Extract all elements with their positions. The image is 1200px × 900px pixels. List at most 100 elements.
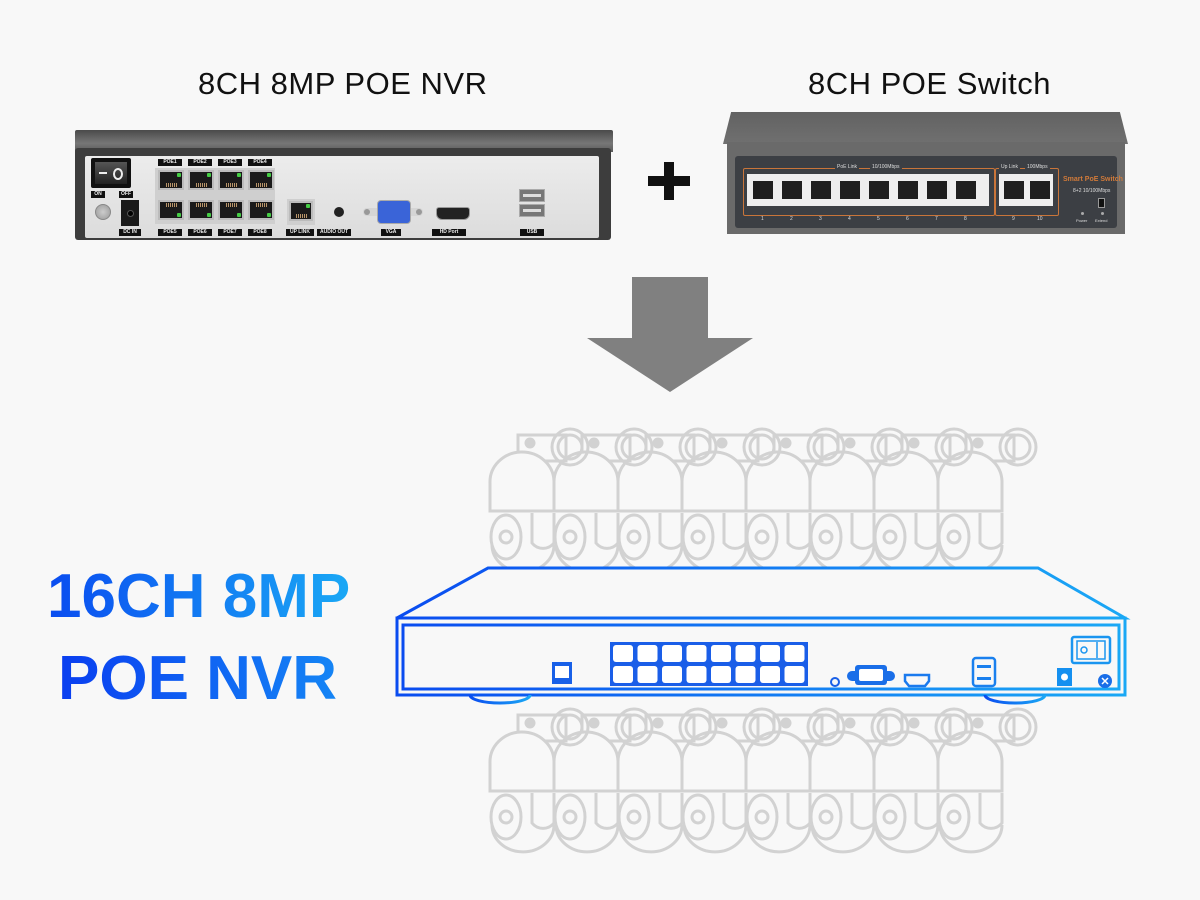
switch-port-4 bbox=[837, 178, 863, 202]
poe-link-label: PoE Link bbox=[835, 164, 860, 170]
on-label: ON bbox=[91, 191, 105, 198]
power-led-icon bbox=[1081, 212, 1084, 215]
nvr-16ch-ports bbox=[610, 642, 808, 686]
uplink-port bbox=[289, 201, 313, 221]
audio-out-jack-icon bbox=[334, 207, 344, 217]
switch-port-8 bbox=[953, 178, 979, 202]
poe5-label: POE5 bbox=[158, 229, 182, 236]
nvr-8ch-title: 8CH 8MP POE NVR bbox=[198, 66, 488, 101]
poe7-label: POE7 bbox=[218, 229, 242, 236]
port-number: 5 bbox=[877, 216, 880, 222]
dip-switch-icon bbox=[1098, 198, 1105, 208]
nvr16-poe-port bbox=[711, 666, 731, 683]
port-number: 7 bbox=[935, 216, 938, 222]
nvr16-poe-port bbox=[637, 666, 658, 683]
port-number: 2 bbox=[790, 216, 793, 222]
nvr16-poe-port bbox=[662, 666, 682, 683]
camera-row-top bbox=[488, 427, 1038, 574]
ground-screw-icon bbox=[95, 204, 111, 220]
nvr16-poe-port bbox=[760, 666, 780, 683]
camera-icon bbox=[936, 707, 1038, 854]
result-title-line2: POE NVR bbox=[58, 644, 338, 713]
nvr16-poe-port bbox=[784, 666, 805, 683]
hdmi-port-icon bbox=[436, 207, 470, 220]
power-led-label: Power bbox=[1076, 218, 1088, 223]
poe2-label: POE2 bbox=[188, 159, 212, 166]
switch-port-6 bbox=[895, 178, 921, 202]
uplink-label: Up Link bbox=[999, 164, 1020, 170]
port-number: 4 bbox=[848, 216, 851, 222]
camera-row-bottom bbox=[488, 707, 1038, 854]
nvr16-usb-ports-icon bbox=[971, 656, 997, 688]
port-number: 6 bbox=[906, 216, 909, 222]
usb-label: USB bbox=[520, 229, 544, 236]
port-number: 8 bbox=[964, 216, 967, 222]
nvr16-poe-port bbox=[662, 645, 682, 662]
switch-top-cover bbox=[723, 112, 1128, 144]
result-title-line1: 16CH 8MP bbox=[47, 562, 351, 631]
switch-port-10 bbox=[1027, 178, 1053, 202]
nvr16-vga-port-icon bbox=[847, 665, 895, 685]
poe-switch-device: PoE Link 10/100Mbps Up Link 100Mbps 1 2 … bbox=[723, 112, 1128, 238]
nvr16-poe-port bbox=[711, 645, 731, 662]
uplink-speed-label: 100Mbps bbox=[1025, 164, 1050, 170]
hdmi-label: HD Port bbox=[432, 229, 466, 236]
dc-in-label: DC IN bbox=[119, 229, 141, 236]
poe6-label: POE6 bbox=[188, 229, 212, 236]
port-number: 10 bbox=[1037, 216, 1043, 222]
nvr-8ch-device: ON OFF DC IN POE1 POE2 POE3 POE4 bbox=[75, 130, 613, 242]
port-number: 3 bbox=[819, 216, 822, 222]
nvr16-poe-port bbox=[686, 666, 707, 683]
switch-port-1 bbox=[750, 178, 776, 202]
switch-port-9 bbox=[1001, 178, 1027, 202]
uplink-label: UP LINK bbox=[286, 229, 314, 236]
poe3-port bbox=[218, 170, 244, 190]
poe2-port bbox=[188, 170, 214, 190]
power-switch-icon bbox=[91, 158, 131, 188]
poe8-port bbox=[248, 200, 274, 220]
nvr16-poe-port bbox=[735, 645, 756, 662]
camera-icon bbox=[936, 427, 1038, 574]
usb-ports-icon bbox=[519, 189, 545, 219]
vga-port-icon bbox=[363, 200, 423, 224]
switch-port-5 bbox=[866, 178, 892, 202]
brand-label: Smart PoE Switch bbox=[1063, 176, 1123, 183]
switch-front-panel: PoE Link 10/100Mbps Up Link 100Mbps 1 2 … bbox=[727, 142, 1125, 234]
poe5-port bbox=[158, 200, 184, 220]
vga-label: VGA bbox=[381, 229, 401, 236]
poe-ports-frame bbox=[743, 168, 995, 216]
nvr16-poe-port bbox=[735, 666, 756, 683]
nvr16-audio-jack-icon bbox=[830, 677, 840, 687]
nvr-top-cover bbox=[75, 130, 613, 152]
nvr16-hdmi-port-icon bbox=[903, 673, 931, 688]
nvr16-poe-port bbox=[686, 645, 707, 662]
nvr16-poe-port bbox=[637, 645, 658, 662]
down-arrow-icon bbox=[587, 277, 753, 392]
port-number: 9 bbox=[1012, 216, 1015, 222]
poe4-label: POE4 bbox=[248, 159, 272, 166]
poe1-label: POE1 bbox=[158, 159, 182, 166]
switch-port-2 bbox=[779, 178, 805, 202]
switch-port-7 bbox=[924, 178, 950, 202]
model-sub-label: 8+2 10/100Mbps bbox=[1073, 188, 1111, 194]
port-number: 1 bbox=[761, 216, 764, 222]
poe7-port bbox=[218, 200, 244, 220]
speed-label: 10/100Mbps bbox=[870, 164, 902, 170]
poe4-port bbox=[248, 170, 274, 190]
nvr16-poe-port bbox=[760, 645, 780, 662]
off-label: OFF bbox=[119, 191, 133, 198]
extend-led-label: Extend bbox=[1095, 218, 1108, 223]
switch-port-3 bbox=[808, 178, 834, 202]
audio-out-label: AUDIO OUT bbox=[317, 229, 351, 236]
extend-led-icon bbox=[1101, 212, 1104, 215]
nvr16-poe-port bbox=[613, 666, 633, 683]
plus-icon bbox=[648, 162, 692, 206]
switch-title: 8CH POE Switch bbox=[808, 66, 1052, 101]
nvr16-power-switch-icon bbox=[1070, 635, 1112, 665]
dc-jack-icon bbox=[121, 200, 139, 226]
poe3-label: POE3 bbox=[218, 159, 242, 166]
nvr16-poe-port bbox=[613, 645, 633, 662]
poe6-port bbox=[188, 200, 214, 220]
poe1-port bbox=[158, 170, 184, 190]
